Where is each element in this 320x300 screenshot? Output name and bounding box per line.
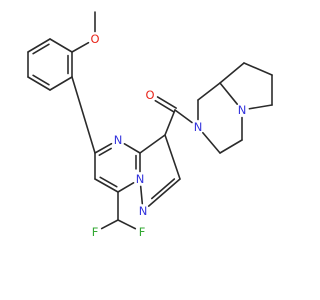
bond-CF-F1 — [100, 219, 119, 230]
bond-C4-C3p — [219, 139, 243, 154]
atom-label-background — [143, 88, 157, 102]
atom-label-background — [111, 133, 125, 147]
bond-C3-Cco — [164, 109, 176, 136]
atom-F1: F — [88, 225, 102, 239]
atom-label-background — [133, 172, 147, 186]
bond-C7-C6-inner — [99, 176, 118, 188]
atom-label-background — [191, 120, 205, 134]
bond-N_pz-C2-inner — [150, 178, 176, 200]
atom-label-N_am: N — [194, 120, 203, 134]
bond-Ph2-Ph3 — [49, 76, 73, 91]
atom-label-background — [88, 32, 102, 46]
bond-C3p-N_am — [202, 131, 221, 154]
atom-label-N_pz: N — [139, 204, 148, 218]
atom-label-background — [88, 225, 102, 239]
bond-Cr3-N_bh — [248, 104, 273, 110]
atom-F2: F — [135, 225, 149, 239]
bond-N_pz-C2 — [147, 178, 181, 207]
atom-label-N4: N — [114, 133, 123, 147]
atom-label-background — [135, 225, 149, 239]
bond-Cco-O_co-a — [156, 96, 177, 109]
bond-N1-C7 — [117, 182, 135, 193]
bond-C8a-N_bh — [219, 82, 239, 105]
bond-Ph5-Ph6 — [27, 38, 51, 53]
bond-layer — [27, 11, 273, 230]
bond-Ph2-C5 — [71, 76, 96, 154]
atom-N_am: N — [191, 120, 205, 134]
bond-CF-F2 — [117, 219, 137, 230]
bond-O_me-Ph1 — [71, 41, 90, 53]
bond-C5-N4-inner — [98, 147, 112, 156]
atom-label-N_bh: N — [238, 103, 247, 117]
bond-C3-C3a — [139, 134, 166, 154]
bond-Ph3-Ph4-inner — [32, 74, 50, 86]
atom-label-N1: N — [136, 172, 145, 186]
atom-N1: N — [133, 172, 147, 186]
atom-N_bh: N — [235, 103, 249, 117]
atom-N_pz: N — [136, 204, 150, 218]
bond-N1-N_pz — [139, 185, 144, 205]
bond-C5-N4 — [94, 142, 113, 154]
bond-Cr1-Cr2 — [243, 62, 273, 76]
bond-Ph3-Ph4 — [27, 76, 51, 91]
bond-C8a-Cr1 — [219, 62, 245, 84]
bond-Cco-O_co-b — [154, 99, 175, 113]
atom-label-background — [136, 204, 150, 218]
bond-C7-C6 — [94, 178, 119, 193]
atom-label-O_co: O — [145, 88, 154, 102]
atom-label-O_me: O — [90, 32, 99, 46]
atom-label-F1: F — [92, 225, 99, 239]
bond-Ph6-Ph1 — [49, 38, 73, 53]
bond-Cco-N_am — [174, 109, 193, 124]
bond-N4-C3a — [123, 143, 141, 154]
atom-N4: N — [111, 133, 125, 147]
bond-C2-C3 — [164, 134, 181, 180]
atom-label-F2: F — [139, 225, 146, 239]
bond-Ph5-Ph6-inner — [32, 43, 50, 55]
atom-O_co: O — [143, 88, 157, 102]
bond-C1-C8a — [197, 82, 221, 101]
atom-O_me: O — [88, 32, 102, 46]
atom-label-background — [235, 103, 249, 117]
